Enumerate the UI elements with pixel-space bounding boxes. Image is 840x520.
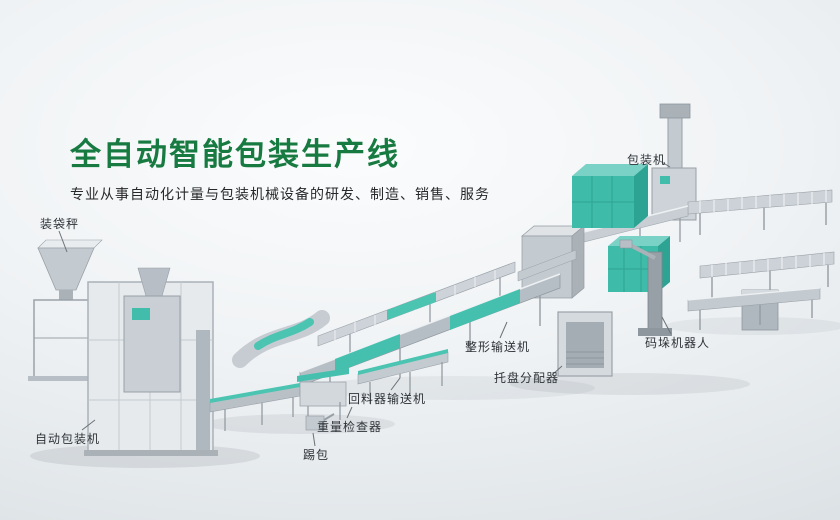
right-roller-conveyor-3 — [687, 287, 821, 330]
label-return-feeder-conveyor: 回料器输送机 — [348, 392, 427, 406]
label-bagging-scale: 装袋秤 — [40, 217, 80, 231]
kick-rejector-machine — [305, 413, 335, 431]
weight-checker-machine — [297, 368, 349, 426]
page-title: 全自动智能包装生产线 — [70, 137, 400, 172]
curve-conveyor — [232, 310, 330, 368]
callout-lines — [58, 160, 672, 447]
outfeed-conveyor — [209, 383, 301, 431]
label-kick-bag-rejector: 踢包 — [303, 448, 330, 462]
pallet-load-stack-1 — [572, 164, 648, 228]
label-pallet-dispenser: 托盘分配器 — [494, 371, 560, 385]
bagging-scale-machine — [28, 239, 103, 381]
label-auto-packaging-machine: 自动包装机 — [35, 432, 101, 446]
auto-packaging-machine-frame — [84, 267, 218, 456]
right-roller-conveyor-1 — [687, 189, 833, 235]
page-subtitle: 专业从事自动化计量与包装机械设备的研发、制造、销售、服务 — [70, 186, 490, 202]
label-palletizing-robot: 码垛机器人 — [645, 336, 711, 350]
connector-conveyor — [517, 249, 577, 282]
palletizing-robot-machine — [619, 239, 672, 336]
ground-shadows — [30, 317, 840, 468]
return-feeder-conveyor-machine — [357, 349, 449, 404]
label-shaping-conveyor: 整形输送机 — [465, 340, 531, 354]
pallet-dispenser-machine — [557, 311, 613, 377]
label-weight-checker: 重量检查器 — [317, 420, 383, 434]
label-packaging-machine: 包装机 — [627, 153, 667, 167]
right-roller-conveyor-2 — [699, 251, 835, 299]
